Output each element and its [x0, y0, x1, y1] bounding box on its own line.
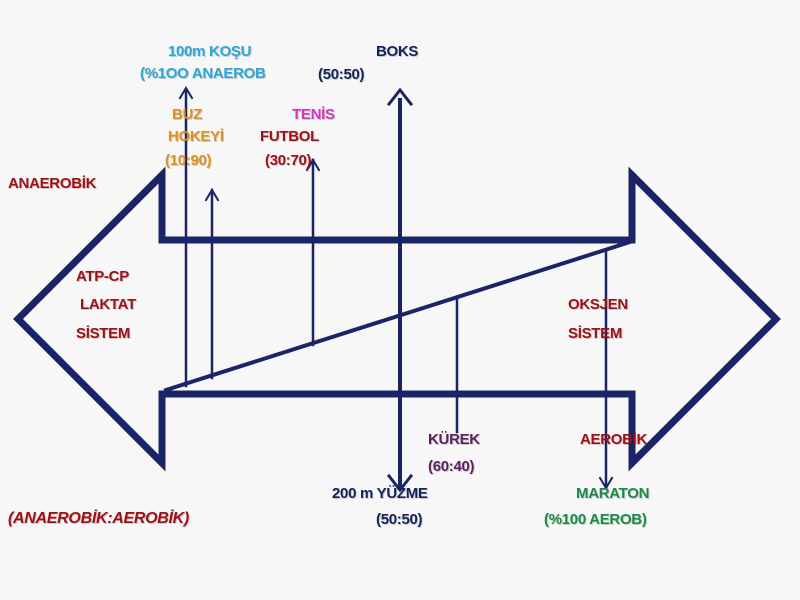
double-arrow-outline — [13, 166, 781, 472]
boks-title-label: BOKS — [376, 43, 419, 60]
buz-label-line1: BUZ — [172, 106, 202, 123]
futbol-arrowhead — [305, 158, 321, 172]
futbol-ratio-label: (30:70) — [265, 152, 312, 169]
oksijen-line1-label: OKSJEN — [568, 296, 628, 313]
buz-ratio-label: (10:90) — [165, 152, 212, 169]
kosu-ratio-label: (%1OO ANAEROB — [140, 65, 266, 82]
boks-ratio-label: (50:50) — [318, 66, 365, 83]
buz-hokeyi-arrowhead — [204, 188, 220, 202]
tenis-label: TENİS — [292, 106, 335, 123]
futbol-label: FUTBOL — [260, 128, 320, 145]
yuzme-down-arrowhead — [386, 473, 414, 493]
atp-line3-label: SİSTEM — [76, 325, 131, 342]
kurek-ratio-label: (60:40) — [428, 458, 475, 475]
maraton-label: MARATON — [576, 485, 650, 502]
yuzme-label: 200 m YÜZME — [332, 485, 428, 502]
ratio-caption: (ANAEROBİK:AEROBİK) — [8, 510, 189, 527]
yuzme-ratio-label: (50:50) — [376, 511, 423, 528]
kosu-arrowhead — [178, 86, 194, 100]
boks-up-arrowhead — [386, 87, 414, 107]
atp-line1-label: ATP-CP — [76, 268, 129, 285]
buz-label-line2: HOKEYİ — [168, 128, 224, 145]
maraton-ratio-label: (%100 AEROB) — [544, 511, 647, 528]
kurek-label: KÜREK — [428, 431, 480, 448]
atp-line2-label: LAKTAT — [80, 296, 136, 313]
anaerobik-label: ANAEROBİK — [8, 175, 97, 192]
kosu-title-label: 100m KOŞU — [168, 43, 252, 60]
maraton-arrowhead — [598, 476, 614, 490]
oksijen-line2-label: SİSTEM — [568, 325, 623, 342]
aerobik-label: AEROBİK — [580, 431, 648, 448]
